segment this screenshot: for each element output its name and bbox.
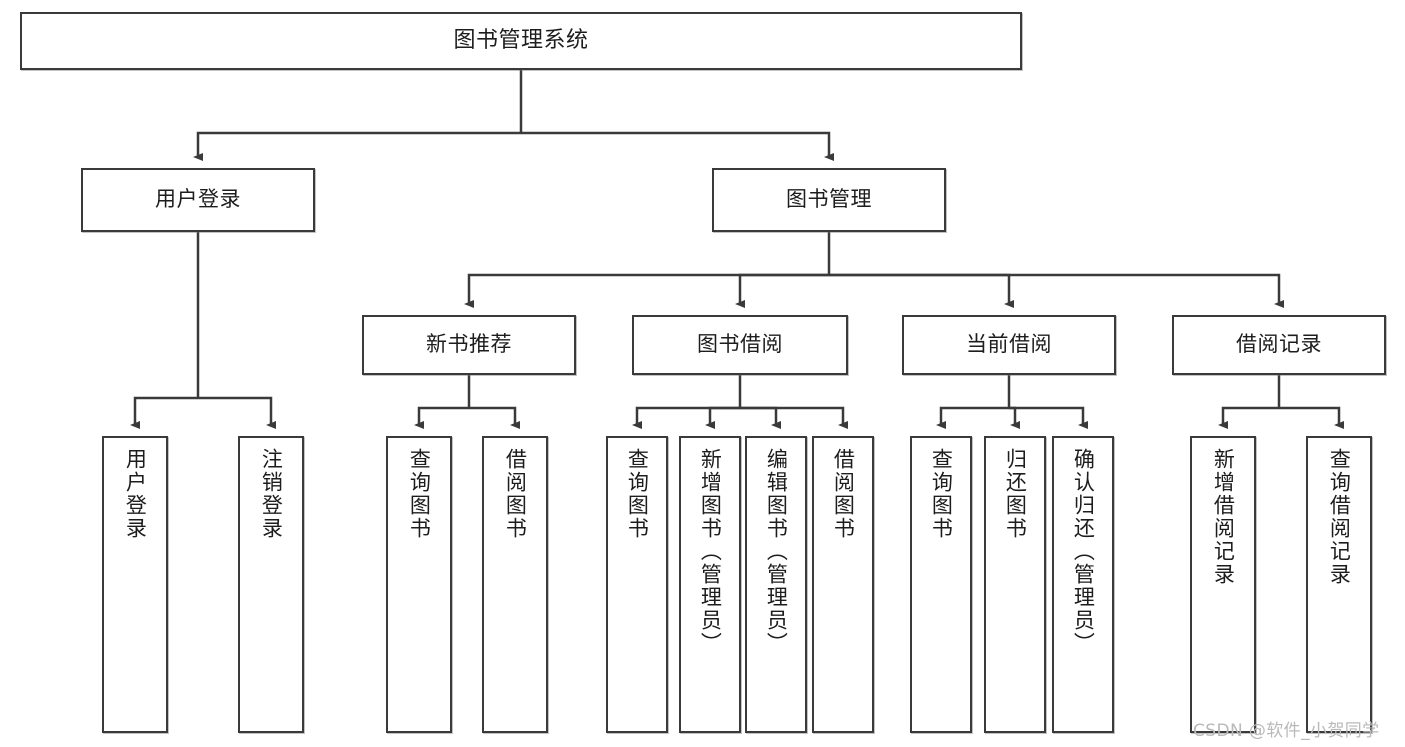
node-label-leaf_bor_4: 借阅图书 xyxy=(831,448,856,540)
node-leaf_new_1[interactable]: 查询图书 xyxy=(386,436,452,733)
node-login[interactable]: 用户登录 xyxy=(81,168,315,232)
node-leaf_cur_2[interactable]: 归还图书 xyxy=(984,436,1046,733)
node-label-leaf_bor_1: 查询图书 xyxy=(625,448,650,540)
node-leaf_cur_1[interactable]: 查询图书 xyxy=(910,436,972,733)
node-label-newbook: 新书推荐 xyxy=(426,332,512,357)
edge-bookmgmt-to-records xyxy=(829,273,1284,308)
node-label-leaf_cur_2: 归还图书 xyxy=(1003,448,1028,540)
node-leaf_login_1[interactable]: 用户登录 xyxy=(102,436,168,733)
node-label-leaf_cur_3: 确认归还（管理员） xyxy=(1071,448,1096,655)
edge-bookmgmt-to-current xyxy=(829,273,1014,308)
node-label-leaf_bor_3: 编辑图书（管理员） xyxy=(764,448,789,655)
node-label-root: 图书管理系统 xyxy=(453,27,589,53)
edge-login-to-leaf_login_1 xyxy=(130,396,198,429)
node-records[interactable]: 借阅记录 xyxy=(1172,315,1386,375)
edge-borrow-to-leaf_bor_4 xyxy=(740,406,848,429)
edge-root-to-bookmgmt xyxy=(521,131,834,161)
node-label-bookmgmt: 图书管理 xyxy=(786,187,872,212)
node-label-leaf_login_1: 用户登录 xyxy=(123,448,148,540)
edge-borrow-to-leaf_bor_1 xyxy=(632,406,740,429)
node-label-leaf_cur_1: 查询图书 xyxy=(929,448,954,540)
node-leaf_new_2[interactable]: 借阅图书 xyxy=(482,436,548,733)
edge-borrow-to-leaf_bor_2 xyxy=(705,406,740,429)
edge-root-to-login xyxy=(193,131,521,161)
edge-borrow-to-leaf_bor_3 xyxy=(740,406,781,429)
edge-newbook-to-leaf_new_1 xyxy=(414,406,469,429)
node-leaf_cur_3[interactable]: 确认归还（管理员） xyxy=(1052,436,1114,733)
node-label-leaf_new_2: 借阅图书 xyxy=(503,448,528,540)
edge-login-to-leaf_login_2 xyxy=(198,396,276,429)
node-newbook[interactable]: 新书推荐 xyxy=(362,315,576,375)
node-label-borrow: 图书借阅 xyxy=(697,332,783,357)
edge-records-to-leaf_rec_1 xyxy=(1218,406,1279,429)
edge-newbook-to-leaf_new_2 xyxy=(469,406,520,429)
node-borrow[interactable]: 图书借阅 xyxy=(632,315,848,375)
node-bookmgmt[interactable]: 图书管理 xyxy=(712,168,946,232)
node-leaf_bor_2[interactable]: 新增图书（管理员） xyxy=(679,436,741,733)
node-leaf_rec_2[interactable]: 查询借阅记录 xyxy=(1306,436,1372,733)
node-leaf_bor_1[interactable]: 查询图书 xyxy=(606,436,668,733)
csdn-watermark: CSDN @软件_小贺同学 xyxy=(1193,721,1380,741)
edge-current-to-leaf_cur_2 xyxy=(1009,406,1020,429)
node-label-leaf_new_1: 查询图书 xyxy=(407,448,432,540)
edge-records-to-leaf_rec_2 xyxy=(1279,406,1344,429)
edge-current-to-leaf_cur_3 xyxy=(1009,406,1088,429)
edge-bookmgmt-to-newbook xyxy=(464,273,829,308)
node-leaf_bor_4[interactable]: 借阅图书 xyxy=(812,436,874,733)
node-leaf_login_2[interactable]: 注销登录 xyxy=(238,436,304,733)
node-current[interactable]: 当前借阅 xyxy=(902,315,1116,375)
node-label-leaf_login_2: 注销登录 xyxy=(259,448,284,540)
node-label-login: 用户登录 xyxy=(155,187,241,212)
node-leaf_rec_1[interactable]: 新增借阅记录 xyxy=(1190,436,1256,733)
node-label-records: 借阅记录 xyxy=(1236,332,1322,357)
node-label-leaf_bor_2: 新增图书（管理员） xyxy=(698,448,723,655)
edge-bookmgmt-to-borrow xyxy=(735,273,829,308)
node-leaf_bor_3[interactable]: 编辑图书（管理员） xyxy=(745,436,807,733)
node-label-leaf_rec_2: 查询借阅记录 xyxy=(1327,448,1352,586)
node-root[interactable]: 图书管理系统 xyxy=(20,12,1022,70)
node-label-leaf_rec_1: 新增借阅记录 xyxy=(1211,448,1236,586)
edge-current-to-leaf_cur_1 xyxy=(936,406,1009,429)
node-label-current: 当前借阅 xyxy=(966,332,1052,357)
